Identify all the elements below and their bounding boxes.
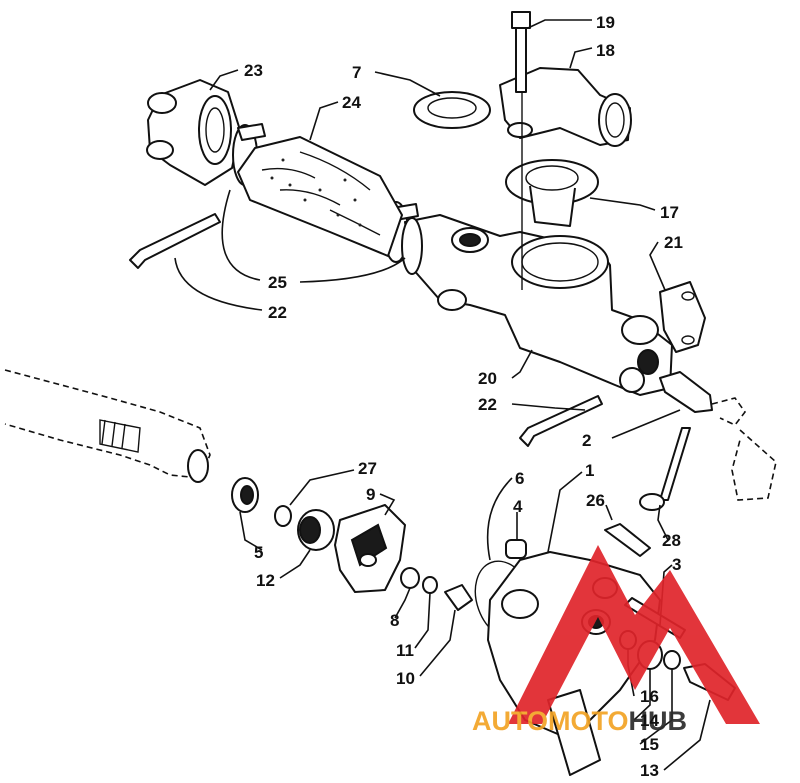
callout-labels: 19 18 23 7 24 17 21 25 22 20 22 2 27 6 1… bbox=[244, 13, 683, 780]
callout-23: 23 bbox=[244, 61, 263, 80]
callout-16: 16 bbox=[640, 687, 659, 706]
callout-3: 3 bbox=[672, 555, 681, 574]
callout-20: 20 bbox=[478, 369, 497, 388]
callout-25: 25 bbox=[268, 273, 287, 292]
callout-2: 2 bbox=[582, 431, 591, 450]
leader-lines bbox=[174, 19, 711, 771]
callout-5: 5 bbox=[254, 543, 263, 562]
callout-19: 19 bbox=[596, 13, 615, 32]
watermark-text-dark: HUB bbox=[629, 706, 688, 736]
watermark-text-accent: AUTOMOTO bbox=[472, 706, 629, 736]
callout-17: 17 bbox=[660, 203, 679, 222]
callout-6: 6 bbox=[515, 469, 524, 488]
callout-1: 1 bbox=[585, 461, 594, 480]
callout-22-upper: 22 bbox=[268, 303, 287, 322]
callout-24: 24 bbox=[342, 93, 361, 112]
callout-21: 21 bbox=[664, 233, 683, 252]
callout-18: 18 bbox=[596, 41, 615, 60]
callout-7: 7 bbox=[352, 63, 361, 82]
callout-27: 27 bbox=[358, 459, 377, 478]
callout-28: 28 bbox=[662, 531, 681, 550]
callout-4: 4 bbox=[513, 497, 523, 516]
callout-22-lower: 22 bbox=[478, 395, 497, 414]
automotohub-watermark: AUTOMOTOHUB bbox=[472, 545, 760, 736]
callout-14: 14 bbox=[640, 711, 659, 730]
callout-15: 15 bbox=[640, 735, 659, 754]
callout-13: 13 bbox=[640, 761, 659, 780]
svg-text:AUTOMOTOHUB: AUTOMOTOHUB bbox=[472, 706, 687, 736]
callout-12: 12 bbox=[256, 571, 275, 590]
coolant-manifold-assembly bbox=[129, 11, 777, 501]
callout-9: 9 bbox=[366, 485, 375, 504]
drive-shaft-phantom bbox=[4, 369, 211, 483]
watermark-logo-mark bbox=[508, 545, 760, 724]
callout-26: 26 bbox=[586, 491, 605, 510]
callout-8: 8 bbox=[390, 611, 399, 630]
callout-11: 11 bbox=[396, 641, 414, 660]
callout-10: 10 bbox=[396, 669, 415, 688]
